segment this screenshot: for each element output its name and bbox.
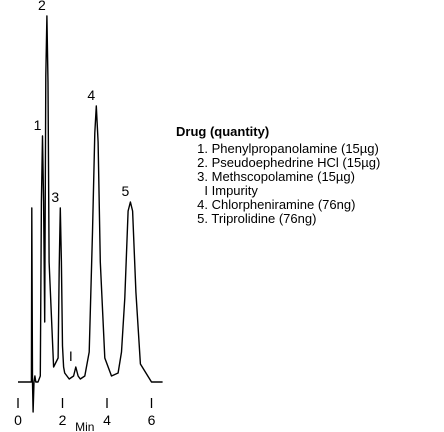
legend-item-number: 3. — [197, 169, 208, 184]
legend-item-number: 2. — [197, 155, 208, 170]
x-tick-label: 6 — [148, 412, 156, 428]
legend-item: 3. Methscopolamine (15µg) — [188, 170, 380, 184]
drug-legend: Drug (quantity) 1. Phenylpropanolamine (… — [176, 124, 380, 226]
legend-item-text: Pseudoephedrine HCl (15µg) — [211, 155, 381, 170]
peak-label: 5 — [121, 183, 129, 199]
x-tick-label: 2 — [59, 412, 67, 428]
legend-item-number: 5. — [197, 211, 208, 226]
x-tick-label: 0 — [14, 412, 22, 428]
legend-item-text: Chlorpheniramine (76ng) — [211, 197, 356, 212]
x-axis-label: Min — [75, 420, 94, 432]
legend-item: I Impurity — [188, 184, 380, 198]
chromatogram-trace — [18, 15, 163, 413]
legend-item-text: Phenylpropanolamine (15µg) — [211, 141, 379, 156]
peak-label: 4 — [87, 87, 95, 103]
legend-item: 2. Pseudoephedrine HCl (15µg) — [188, 156, 380, 170]
legend-item-text: Methscopolamine (15µg) — [211, 169, 355, 184]
peak-label: 2 — [38, 0, 46, 13]
legend-list: 1. Phenylpropanolamine (15µg) 2. Pseudoe… — [176, 142, 380, 226]
legend-title: Drug (quantity) — [176, 124, 270, 139]
peak-label: I — [69, 348, 73, 364]
legend-item: 1. Phenylpropanolamine (15µg) — [188, 142, 380, 156]
legend-item-number: 4. — [197, 197, 208, 212]
legend-item-number: 1. — [197, 141, 208, 156]
legend-item: 4. Chlorpheniramine (76ng) — [188, 198, 380, 212]
legend-item-text: Impurity — [211, 183, 258, 198]
x-tick-label: 4 — [103, 412, 111, 428]
trace-layer — [18, 15, 163, 413]
legend-item-text: Triprolidine (76ng) — [211, 211, 317, 226]
peak-label: 3 — [51, 189, 59, 205]
legend-item-number: I — [204, 183, 208, 198]
legend-item: 5. Triprolidine (76ng) — [188, 212, 380, 226]
peak-label-layer: 1 2 3I 4 5 — [34, 0, 130, 364]
peak-label: 1 — [34, 117, 42, 133]
